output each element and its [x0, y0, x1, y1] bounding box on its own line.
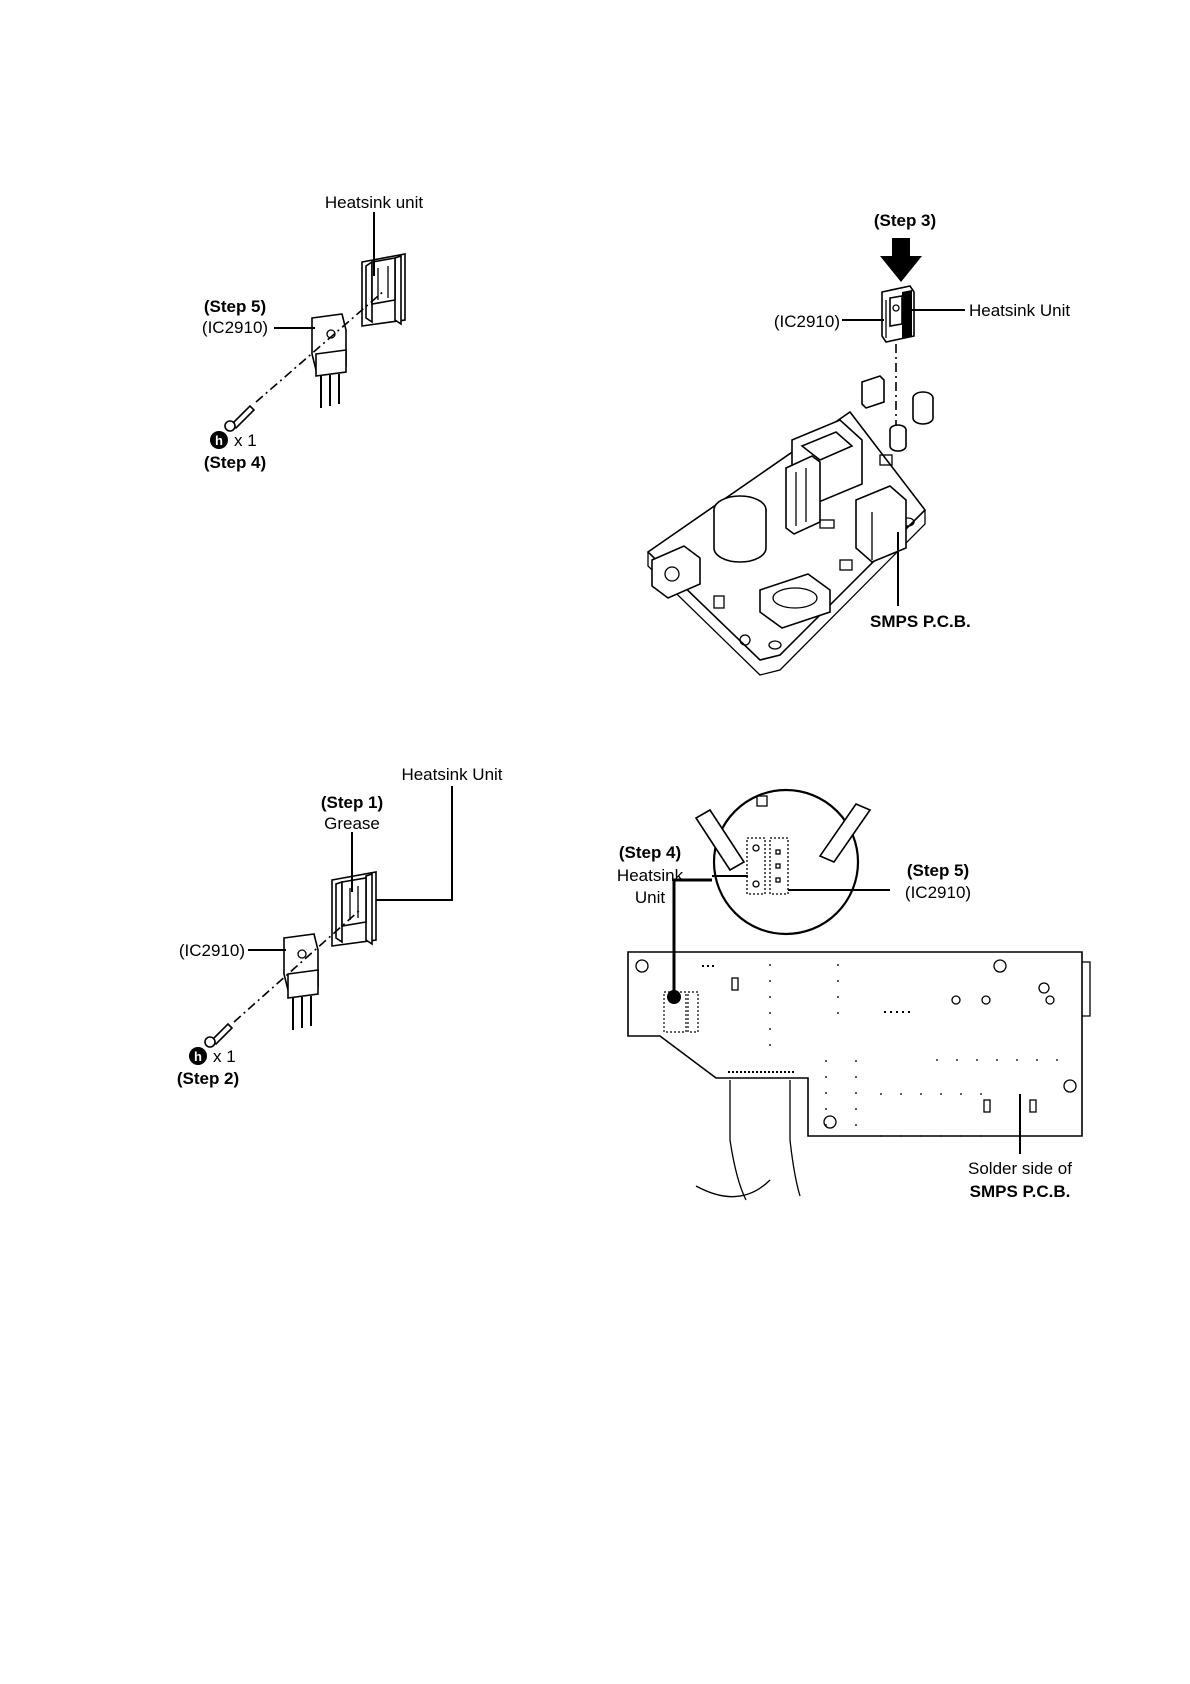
screw-quantity: x 1	[213, 1047, 236, 1066]
heatsink-unit-label: Heatsink Unit	[969, 301, 1070, 320]
heatsink-label-line1: Heatsink	[617, 866, 684, 885]
ic2910-label: (IC2910)	[774, 312, 840, 331]
screw-quantity: x 1	[234, 431, 257, 450]
heatsink-unit-drawing	[362, 254, 405, 326]
figure-ic-heatsink-installation: Heatsink Unit (Step 1) Grease (IC2910) h…	[177, 765, 503, 1088]
step1-label: (Step 1)	[321, 793, 383, 812]
step4-label: (Step 4)	[619, 843, 681, 862]
heatsink-unit-label: Heatsink unit	[325, 193, 424, 212]
ic2910-label: (IC2910)	[905, 883, 971, 902]
heatsink-with-ic-drawing	[882, 286, 914, 342]
figure-smps-pcb-heatsink: (Step 3) (IC2910) Heatsink Unit SMPS P.C…	[648, 211, 1070, 675]
heatsink-label-line2: Unit	[635, 888, 666, 907]
figure-ic-heatsink-removal: Heatsink unit (Step 5) (IC2910) h x 1 (S…	[202, 193, 423, 472]
heatsink-unit-label: Heatsink Unit	[401, 765, 502, 784]
screw-symbol-letter: h	[194, 1049, 202, 1064]
ic2910-label: (IC2910)	[179, 941, 245, 960]
step5-label: (Step 5)	[907, 861, 969, 880]
step3-label: (Step 3)	[874, 211, 936, 230]
step2-label: (Step 2)	[177, 1069, 239, 1088]
step5-label: (Step 5)	[204, 297, 266, 316]
solder-side-label: Solder side of	[968, 1159, 1072, 1178]
smps-pcb-label: SMPS P.C.B.	[870, 612, 971, 631]
ic2910-label: (IC2910)	[202, 318, 268, 337]
figure-solder-side: (Step 4) Heatsink Unit (Step 5) (IC2910)…	[617, 790, 1090, 1201]
down-arrow-icon	[880, 238, 922, 282]
heatsink-unit-drawing	[332, 872, 376, 946]
smps-pcb-label: SMPS P.C.B.	[970, 1182, 1071, 1201]
ic2910-drawing	[284, 934, 318, 1030]
ic2910-drawing	[312, 314, 346, 408]
screw-drawing	[225, 406, 254, 431]
screw-symbol-letter: h	[215, 433, 223, 448]
screw-drawing	[205, 1024, 232, 1047]
grease-label: Grease	[324, 814, 380, 833]
step4-label: (Step 4)	[204, 453, 266, 472]
